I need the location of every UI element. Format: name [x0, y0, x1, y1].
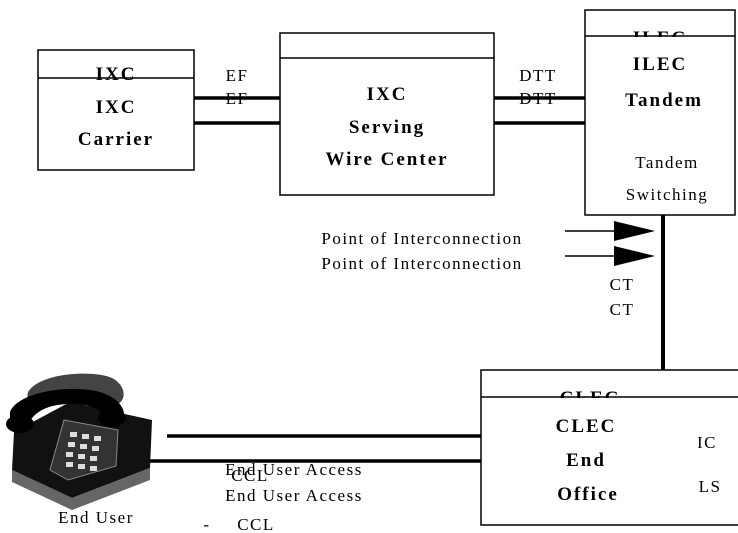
ef-label-1: EF	[226, 66, 249, 85]
ccl-dash: -	[203, 515, 210, 533]
end-user-label: End User	[58, 508, 134, 527]
end-user-access-label-2: End User Access	[225, 486, 363, 505]
ixc-carrier-ghost-label: IXC	[96, 64, 137, 85]
ct-label-2: CT	[610, 300, 635, 319]
clec-title-1: CLEC	[556, 416, 617, 437]
poi-label-2: Point of Interconnection	[321, 254, 522, 273]
telephone-icon	[6, 373, 152, 510]
poi-arrow-1	[614, 221, 655, 241]
poi-arrow-2	[614, 246, 655, 266]
ef-trunk-link: EF EF	[194, 66, 280, 125]
ilec-tandem-node: ILEC ILEC Tandem Tandem Switching	[584, 9, 736, 216]
dtt-trunk-link: DTT DTT	[494, 66, 585, 125]
ixc-swc-title-2: Serving	[349, 117, 425, 138]
clec-ic-label: IC	[697, 433, 717, 452]
ef-label-2: EF	[226, 89, 249, 108]
ct-trunk-link: CT CT	[610, 215, 665, 370]
ccl-label-2: CCL	[237, 515, 275, 533]
clec-ls-label: LS	[699, 477, 722, 496]
point-of-interconnection: Point of Interconnection Point of Interc…	[321, 221, 655, 273]
ixc-swc-title-1: IXC	[367, 84, 408, 105]
ilec-tandem-title-1: ILEC	[633, 54, 687, 75]
poi-label-1: Point of Interconnection	[321, 229, 522, 248]
ixc-swc-title-3: Wire Center	[325, 149, 448, 170]
ilec-tandem-sub-2: Switching	[626, 185, 708, 204]
ixc-carrier-node: IXC IXC Carrier	[37, 49, 195, 171]
end-user-access-label-1: End User Access	[225, 460, 363, 479]
dtt-label-1: DTT	[519, 66, 557, 85]
ixc-serving-wire-center-node: IXC Serving Wire Center	[279, 32, 495, 196]
ccl-label-1: CCL	[231, 466, 269, 485]
dtt-label-2: DTT	[519, 89, 557, 108]
ixc-carrier-title-2: Carrier	[78, 129, 154, 150]
ilec-tandem-sub-1: Tandem	[635, 153, 699, 172]
ilec-tandem-title-2: Tandem	[625, 90, 703, 111]
ixc-carrier-title-1: IXC	[96, 97, 137, 118]
ct-label-1: CT	[610, 275, 635, 294]
clec-title-3: Office	[557, 484, 619, 505]
clec-end-office-node: CLEC CLEC End Office IC LS	[480, 369, 738, 526]
end-user-access-link: End User Access End User Access CCL - CC…	[145, 434, 481, 533]
clec-title-2: End	[566, 450, 606, 471]
